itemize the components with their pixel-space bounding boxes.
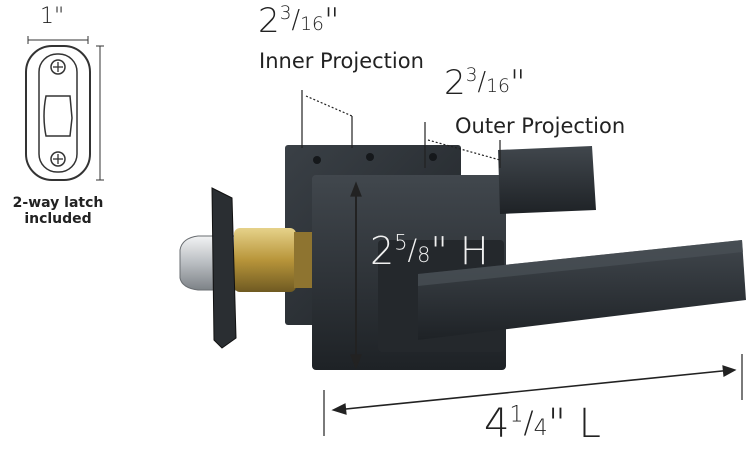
latch-bolt-window (43, 95, 73, 137)
latch-plate (25, 36, 104, 181)
inner-projection-label: Inner Projection (259, 49, 424, 73)
inner-projection-value: 23/16" (258, 1, 340, 41)
latch-width-label: 1" (40, 4, 65, 29)
outer-projection-value: 23/16" (444, 63, 526, 103)
outer-lever (378, 240, 746, 352)
dimension-lines (301, 90, 743, 436)
length-value: 41/4" L (484, 401, 601, 447)
latch-caption-line2: included (24, 211, 92, 228)
latch-caption: 2-way latch included (8, 195, 108, 227)
latch-caption-line1: 2-way latch (12, 195, 104, 211)
outer-projection-label: Outer Projection (455, 114, 626, 138)
inner-lever (498, 146, 596, 214)
latch-mechanism (179, 187, 316, 349)
height-value: 25/8" H (370, 229, 489, 273)
